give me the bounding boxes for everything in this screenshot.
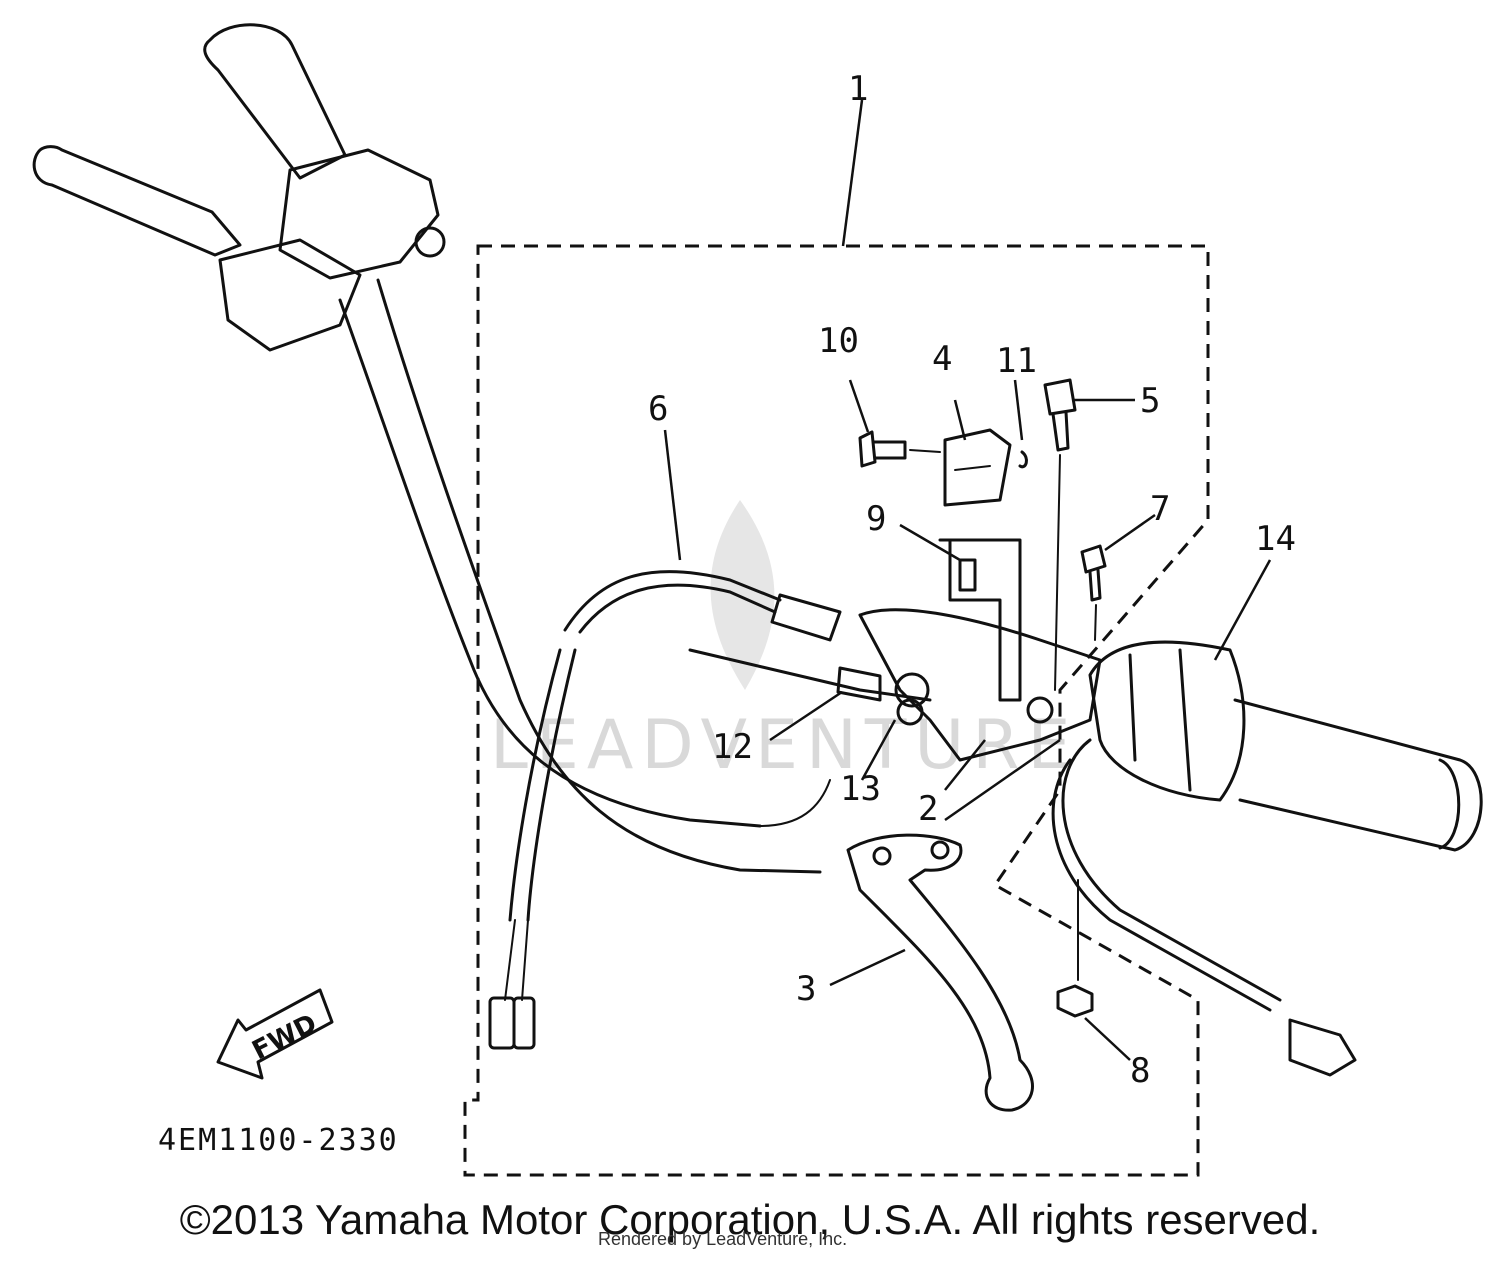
copyright-notice: ©2013 Yamaha Motor Corporation, U.S.A. A… (179, 1196, 1321, 1243)
fwd-label: FWD (248, 1009, 322, 1067)
callouts: 1 2 3 4 5 6 7 8 9 10 11 12 13 14 (648, 69, 1296, 1091)
callout-2: 2 (918, 789, 938, 829)
switch-bracket (938, 538, 1022, 702)
callout-11: 11 (996, 341, 1037, 381)
callout-13: 13 (840, 769, 881, 809)
watermark-text: LEADVENTURE (490, 706, 1078, 785)
bolt-7 (1080, 544, 1107, 641)
watermark: LEADVENTURE (490, 500, 1078, 785)
left-grip-assembly (32, 23, 831, 874)
right-grip-assembly (1088, 640, 1483, 852)
adjuster-12 (836, 666, 882, 702)
bolt-5 (1043, 378, 1077, 691)
clutch-lever (846, 833, 1034, 1112)
callout-1: 1 (848, 69, 868, 109)
lever-holder (858, 608, 1102, 762)
drawing-code: 4EM1100-2330 (158, 1123, 399, 1158)
callout-14: 14 (1255, 519, 1296, 559)
callout-6: 6 (648, 389, 668, 429)
callout-8: 8 (1130, 1051, 1150, 1091)
leader-lines (663, 99, 1272, 1061)
forward-direction-arrow: FWD (216, 988, 334, 1080)
callout-10: 10 (818, 321, 859, 361)
locknut-13 (896, 698, 924, 726)
clutch-switch-cable (488, 570, 842, 1050)
callout-12: 12 (712, 727, 753, 767)
callout-5: 5 (1140, 381, 1160, 421)
rendered-by-notice: Rendered by LeadVenture, Inc. (598, 1229, 848, 1249)
nut-8 (1056, 879, 1094, 1018)
callout-4: 4 (932, 339, 952, 379)
callout-9: 9 (866, 499, 886, 539)
clutch-cable (688, 648, 932, 702)
callout-7: 7 (1150, 489, 1170, 529)
throttle-cable (1051, 738, 1357, 1077)
clutch-switch (943, 428, 1012, 507)
callout-3: 3 (796, 969, 816, 1009)
pin-11 (1018, 450, 1028, 469)
screw-10 (858, 430, 941, 468)
